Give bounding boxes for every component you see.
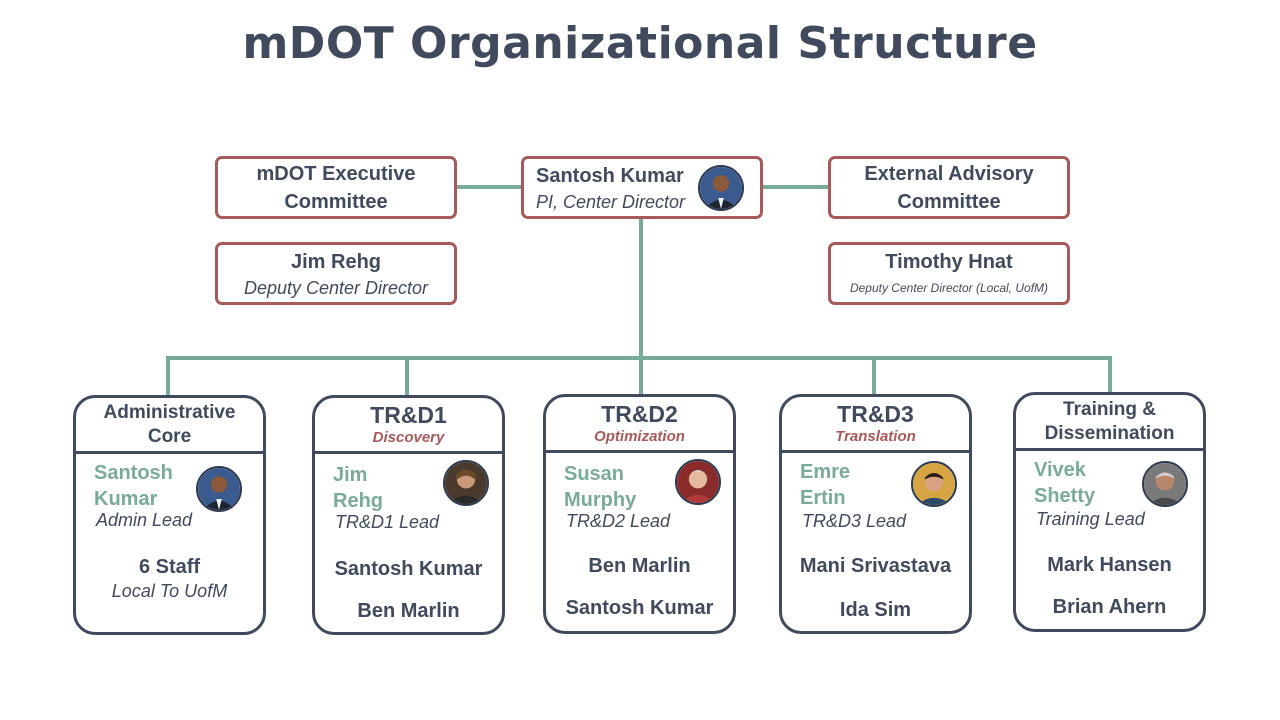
team-header: TR&D1 Discovery <box>315 398 502 454</box>
team-member: Mark Hansen <box>1047 554 1172 576</box>
team-admin-core: Administrative Core Santosh Kumar Admin … <box>73 395 266 635</box>
deputy-left-role: Deputy Center Director <box>243 277 429 298</box>
team-title-line2: Dissemination <box>1044 422 1175 444</box>
team-subtitle: Optimization <box>594 427 685 445</box>
deputy-right-role: Deputy Center Director (Local, UofM) <box>849 280 1049 295</box>
team-lead-last: Kumar <box>94 488 158 510</box>
team-lead-first: Vivek <box>1034 459 1086 481</box>
deputy-left-box: Jim Rehg Deputy Center Director <box>215 242 457 305</box>
team-subtitle: Translation <box>835 427 916 445</box>
team-member: Ben Marlin <box>588 555 691 577</box>
team-lead-last: Rehg <box>333 490 383 512</box>
team-lead-first: Susan <box>564 463 625 485</box>
advisory-committee-box: External Advisory Committee <box>828 156 1070 219</box>
team-member: Santosh Kumar <box>565 597 714 619</box>
team-lead-role: TR&D3 Lead <box>802 511 907 531</box>
team-member: Mani Srivastava <box>799 555 952 577</box>
team-header: Administrative Core <box>76 398 263 454</box>
team-member: Ida Sim <box>839 599 912 621</box>
director-role: PI, Center Director <box>536 191 686 212</box>
team-lead-photo-icon <box>911 461 957 507</box>
team-lead-name: Jim Rehg <box>333 462 383 514</box>
deputy-left-name: Jim Rehg <box>290 250 382 273</box>
team-lead-first: Jim <box>333 464 368 486</box>
team-lead-first: Emre <box>800 461 851 483</box>
executive-committee-line1: mDOT Executive <box>256 162 416 185</box>
team-member: Santosh Kumar <box>334 558 483 580</box>
team-title: TR&D2 <box>601 400 678 427</box>
team-lead-last: Shetty <box>1034 485 1096 507</box>
director-photo-icon <box>698 165 744 211</box>
team-header: TR&D3 Translation <box>782 397 969 453</box>
deputy-right-name: Timothy Hnat <box>885 250 1013 273</box>
team-lead-name: Susan Murphy <box>564 461 636 513</box>
page-title: mDOT Organizational Structure <box>242 18 1038 69</box>
advisory-committee-line1: External Advisory <box>864 162 1034 185</box>
team-title: TR&D1 <box>370 401 447 428</box>
team-member: Ben Marlin <box>357 600 460 622</box>
team-training-dissemination: Training & Dissemination Vivek Shetty Tr… <box>1013 392 1206 632</box>
team-lead-name: Santosh Kumar <box>94 460 173 512</box>
team-trd2: TR&D2 Optimization Susan Murphy TR&D2 Le… <box>543 394 736 634</box>
team-lead-name: Emre Ertin <box>800 459 850 511</box>
team-title: Training & <box>1063 398 1156 420</box>
team-header: Training & Dissemination <box>1016 395 1203 451</box>
team-note: Local To UofM <box>111 581 228 601</box>
team-member: Brian Ahern <box>1052 596 1167 618</box>
team-title-line2: Core <box>147 425 192 447</box>
team-title: Administrative <box>103 401 236 423</box>
team-title: TR&D3 <box>837 400 914 427</box>
team-lead-photo-icon <box>1142 461 1188 507</box>
team-trd3: TR&D3 Translation Emre Ertin TR&D3 Lead … <box>779 394 972 634</box>
team-member: 6 Staff <box>138 556 201 578</box>
executive-committee-box: mDOT Executive Committee <box>215 156 457 219</box>
team-header: TR&D2 Optimization <box>546 397 733 453</box>
director-box: Santosh Kumar PI, Center Director <box>521 156 763 219</box>
director-name: Santosh Kumar <box>536 164 684 187</box>
team-lead-role: Admin Lead <box>96 510 193 530</box>
advisory-committee-line2: Committee <box>897 190 1001 213</box>
team-lead-role: TR&D1 Lead <box>335 512 440 532</box>
team-lead-last: Ertin <box>800 487 846 509</box>
team-lead-photo-icon <box>196 466 242 512</box>
team-lead-photo-icon <box>443 460 489 506</box>
executive-committee-line2: Committee <box>284 190 388 213</box>
team-subtitle: Discovery <box>372 428 445 446</box>
team-trd1: TR&D1 Discovery Jim Rehg TR&D1 Lead Sant… <box>312 395 505 635</box>
team-lead-photo-icon <box>675 459 721 505</box>
team-lead-last: Murphy <box>564 489 637 511</box>
team-lead-role: Training Lead <box>1036 509 1145 529</box>
team-lead-first: Santosh <box>94 462 173 484</box>
deputy-right-box: Timothy Hnat Deputy Center Director (Loc… <box>828 242 1070 305</box>
team-lead-name: Vivek Shetty <box>1034 457 1095 509</box>
team-lead-role: TR&D2 Lead <box>566 511 671 531</box>
